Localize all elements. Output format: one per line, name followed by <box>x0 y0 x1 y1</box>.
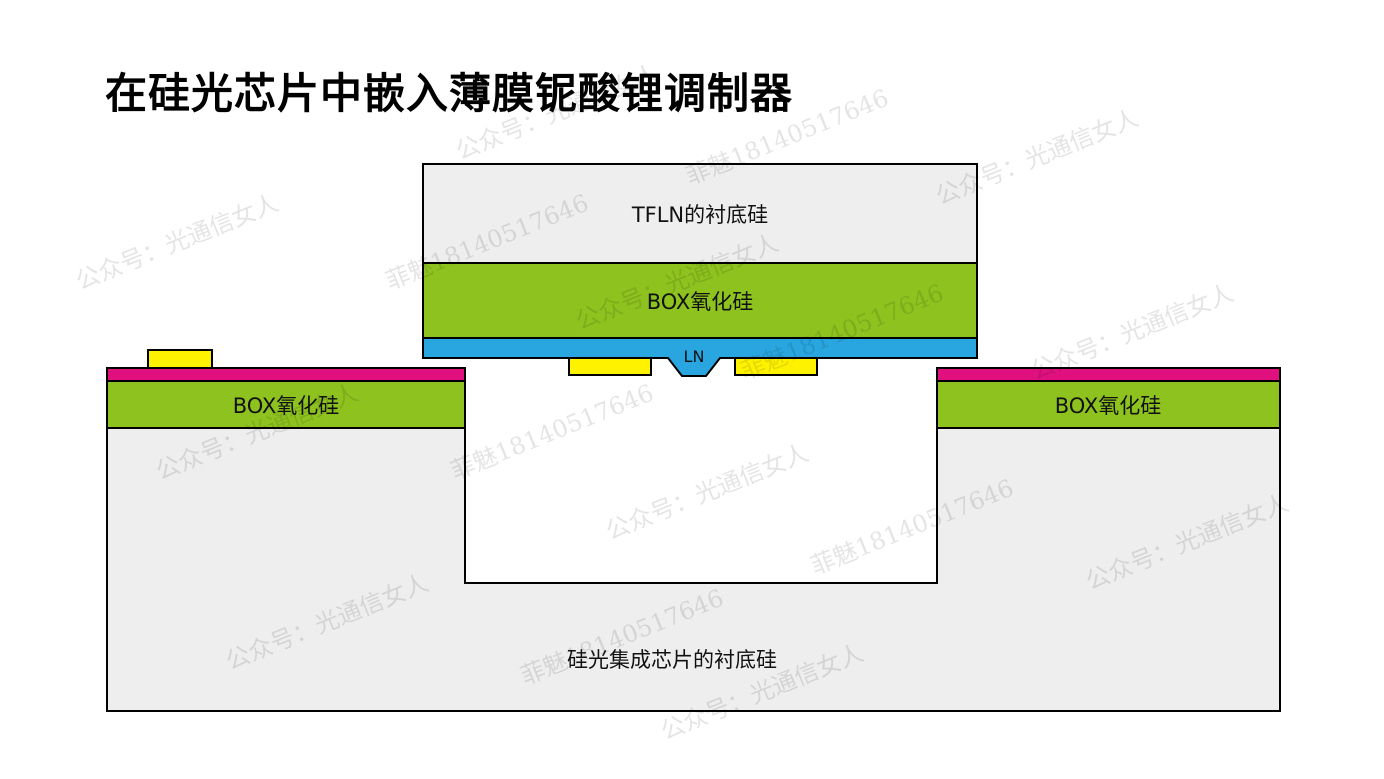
si-substrate-label: 硅光集成芯片的衬底硅 <box>567 648 777 672</box>
tfln-electrode-left <box>568 357 652 376</box>
watermark: 公众号：光通信女人 <box>452 59 663 166</box>
slide-title: 在硅光芯片中嵌入薄膜铌酸锂调制器 <box>105 69 794 118</box>
right-box-label: BOX氧化硅 <box>1055 394 1162 418</box>
ln-layer <box>422 337 978 377</box>
tfln-substrate-label: TFLN的衬底硅 <box>631 203 768 227</box>
watermark: 公众号：光通信女人 <box>72 189 283 296</box>
watermark: 公众号：光通信女人 <box>602 439 813 546</box>
right-top-layer <box>936 367 1281 382</box>
tfln-electrode-right <box>734 357 818 376</box>
left-electrode <box>147 349 213 369</box>
left-box-label: BOX氧化硅 <box>233 394 340 418</box>
tfln-box-label: BOX氧化硅 <box>647 290 754 314</box>
watermark: 菲魅18140517646 <box>447 379 658 486</box>
watermark: 公众号：光通信女人 <box>932 104 1143 211</box>
tfln-substrate <box>422 163 978 264</box>
ln-label: LN <box>684 347 705 366</box>
left-box-oxide <box>106 380 466 429</box>
left-top-layer <box>106 367 466 382</box>
tfln-box-oxide <box>422 262 978 339</box>
